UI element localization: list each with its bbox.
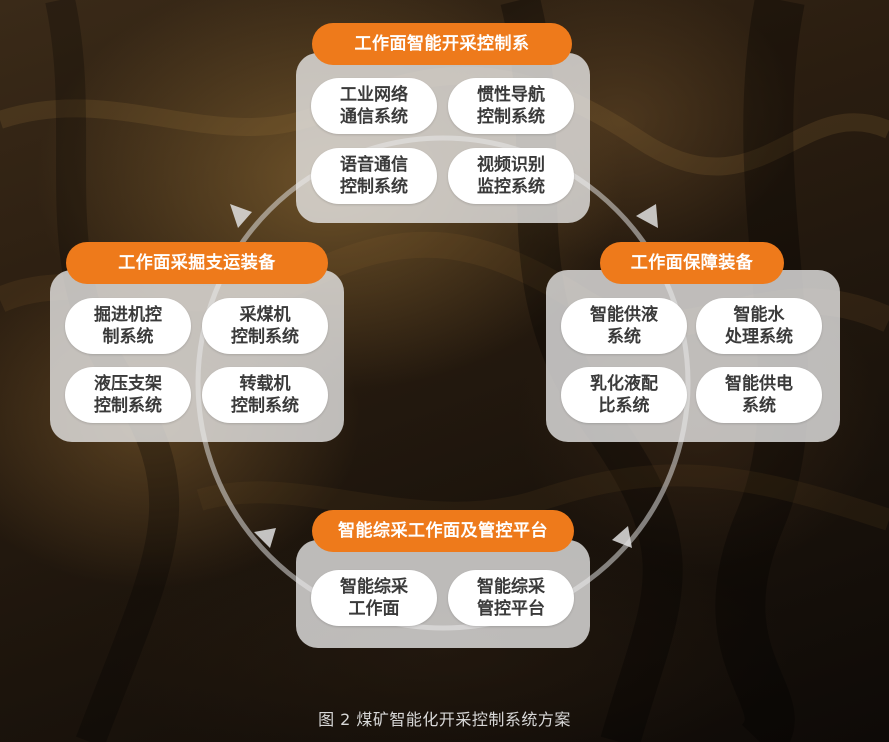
item-smart-power-supply: 智能供电 系统 (696, 367, 822, 423)
group-top-title: 工作面智能开采控制系 (312, 23, 572, 65)
group-left-panel: 掘进机控 制系统 采煤机 控制系统 液压支架 控制系统 转载机 控制系统 (50, 270, 344, 442)
item-inertial-navigation: 惯性导航 控制系统 (448, 78, 574, 134)
item-smart-water-treatment: 智能水 处理系统 (696, 298, 822, 354)
group-right-panel: 智能供液 系统 智能水 处理系统 乳化液配 比系统 智能供电 系统 (546, 270, 840, 442)
item-shearer-control: 采煤机 控制系统 (202, 298, 328, 354)
group-bottom-panel: 智能综采 工作面 智能综采 管控平台 (296, 540, 590, 648)
item-transfer-machine-control: 转载机 控制系统 (202, 367, 328, 423)
arrow-top-left-icon (230, 204, 252, 228)
arrow-top-right-icon (636, 204, 658, 228)
group-left-title: 工作面采掘支运装备 (66, 242, 328, 284)
item-video-recognition: 视频识别 监控系统 (448, 148, 574, 204)
item-smart-mining-face: 智能综采 工作面 (311, 570, 437, 626)
group-bottom-title: 智能综采工作面及管控平台 (312, 510, 574, 552)
item-smart-fluid-supply: 智能供液 系统 (561, 298, 687, 354)
figure-caption: 图 2 煤矿智能化开采控制系统方案 (318, 710, 571, 729)
item-roadheader-control: 掘进机控 制系统 (65, 298, 191, 354)
item-smart-mining-platform: 智能综采 管控平台 (448, 570, 574, 626)
arrow-bottom-right-icon (612, 526, 632, 548)
item-voice-communication: 语音通信 控制系统 (311, 148, 437, 204)
item-industrial-network: 工业网络 通信系统 (311, 78, 437, 134)
group-top-panel: 工业网络 通信系统 惯性导航 控制系统 语音通信 控制系统 视频识别 监控系统 (296, 53, 590, 223)
item-emulsion-proportioning: 乳化液配 比系统 (561, 367, 687, 423)
group-right-title: 工作面保障装备 (600, 242, 784, 284)
item-hydraulic-support-control: 液压支架 控制系统 (65, 367, 191, 423)
arrow-bottom-left-icon (254, 528, 276, 548)
